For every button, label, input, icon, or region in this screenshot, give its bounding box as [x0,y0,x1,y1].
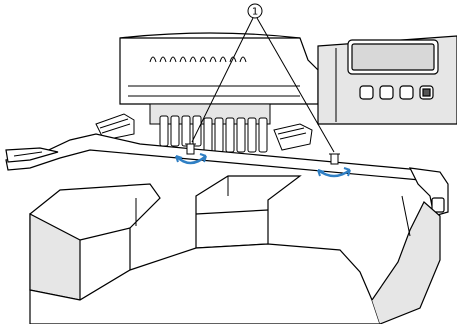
needle-bar [171,116,179,146]
needle-bar-case [150,104,270,152]
cylinder-arm [196,176,300,248]
right-clamp [274,124,312,150]
needle-bar [259,118,267,152]
control-button [400,86,413,99]
needle-bar [160,116,168,146]
needle-bar [215,118,223,152]
screw-right [329,154,340,164]
needle-bar [248,118,256,152]
callout-number: 1 [252,7,258,18]
machine-bed [30,176,440,324]
needle-bar [182,116,190,146]
machine-head [120,33,318,104]
control-button [360,86,373,99]
needle-bar [204,118,212,152]
control-button [380,86,393,99]
needle-bar [226,118,234,152]
needle-bar [237,118,245,152]
screw-left [185,144,196,154]
machine-arm-right [318,36,457,124]
